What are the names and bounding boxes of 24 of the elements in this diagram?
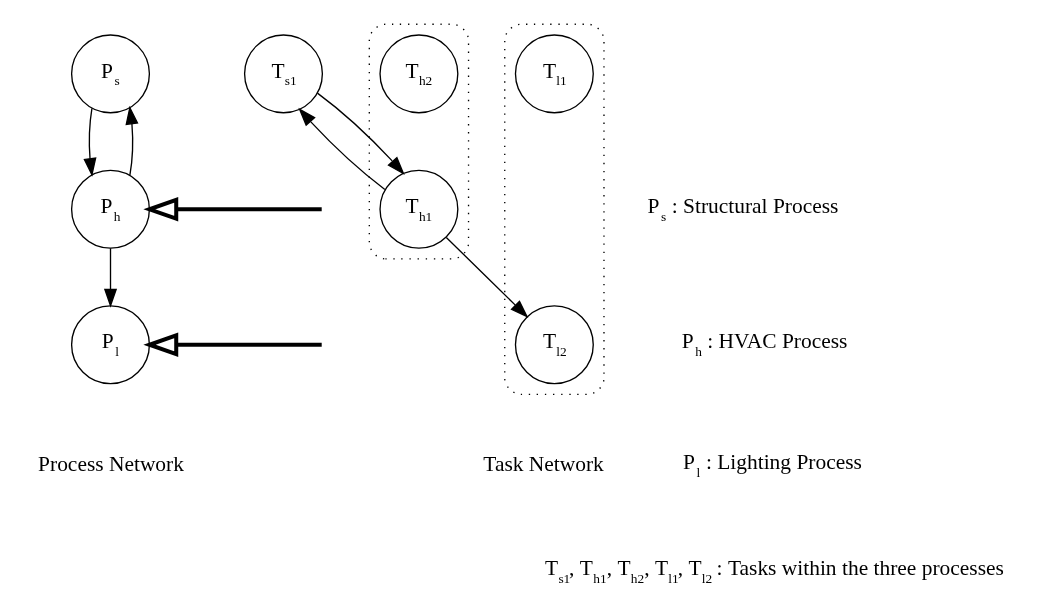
label: P$_{s}$ : Structural Process xyxy=(647,194,839,224)
arrow xyxy=(143,197,322,222)
node-circle: T$_{l2}$ xyxy=(514,305,594,385)
arrow xyxy=(143,332,322,357)
cluster xyxy=(504,23,605,396)
arrow xyxy=(125,105,139,176)
arrow xyxy=(103,247,118,308)
node-circle: P$_{h}$ xyxy=(70,169,151,249)
node-circle: P$_{l}$ xyxy=(70,305,151,385)
label: P$_{l}$ : Lighting Process xyxy=(683,450,862,480)
node-circle: P$_{s}$ xyxy=(70,34,151,114)
label: Task Network xyxy=(483,451,604,476)
arrow xyxy=(316,92,405,175)
label: Process Network xyxy=(38,451,184,476)
node-circle: T$_{s1}$ xyxy=(243,34,324,114)
arrow xyxy=(298,107,386,191)
label: T$_{s1}$, T$_{h1}$, T$_{h2}$, T$_{l1}$, T$_{l2}$ : Tasks within the three processes xyxy=(544,556,1004,586)
node-circle: T$_{h2}$ xyxy=(379,34,459,114)
arrow xyxy=(445,236,529,318)
label: P$_{h}$ : HVAC Process xyxy=(681,329,848,359)
cluster xyxy=(368,23,470,260)
node-circle: T$_{l1}$ xyxy=(514,34,594,114)
arrow xyxy=(83,107,97,177)
node-circle: T$_{h1}$ xyxy=(379,169,459,249)
